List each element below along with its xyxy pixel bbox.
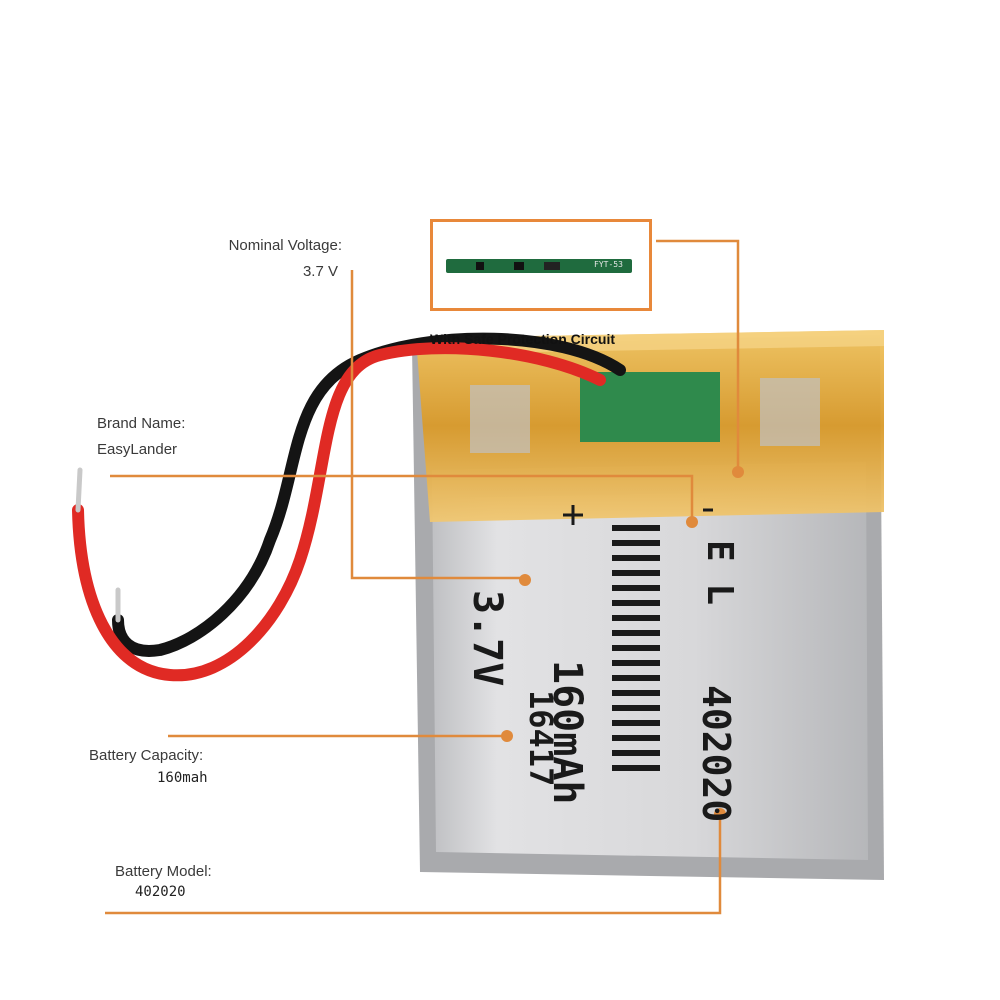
pcb-chip-2 [514,262,524,270]
battery-wires [72,332,626,682]
dot-matrix-block [612,525,660,771]
callout-lines [105,239,740,915]
model-dot [714,808,726,820]
capacity-label-value: 160mah [157,770,208,786]
red-wire-tip [75,467,83,513]
model-callout-line [105,815,722,915]
red-wire [72,342,606,682]
pcb-dot [732,466,744,478]
capacity-dot [501,730,513,742]
brand-dot [686,516,698,528]
printed-brand-mark: E L [699,540,740,606]
black-wire [112,332,626,657]
printed-date-code: 16417 [522,690,560,787]
brand-label-value: EasyLander [97,441,178,458]
callout-dots [501,466,744,820]
voltage-dot [519,574,531,586]
pcb-chip-3 [544,262,560,270]
printed-model: 402020 [694,685,738,823]
capacity-label-title: Battery Capacity: [89,747,204,764]
voltage-label-value: 3.7 V [302,263,338,280]
model-label-value: 402020 [135,884,186,900]
pcb-inset: FYT-53 [430,219,652,311]
pcb-chip-1 [476,262,484,270]
brand-label-title: Brand Name: [97,415,186,432]
pcb-callout-line [656,239,740,470]
pcb-chip-text: FYT-53 [594,260,623,269]
pcb-board: FYT-53 [446,259,632,273]
voltage-callout-line [350,270,525,580]
pcb-caption: With Safe Protection Circuit [430,331,616,347]
kapton-tape [416,330,884,522]
polarity-marks [563,505,713,525]
model-label-title: Battery Model: [115,863,212,880]
printed-voltage: 3.7V [464,590,510,687]
voltage-label-title: Nominal Voltage: [228,237,342,254]
brand-callout-line [110,474,694,520]
